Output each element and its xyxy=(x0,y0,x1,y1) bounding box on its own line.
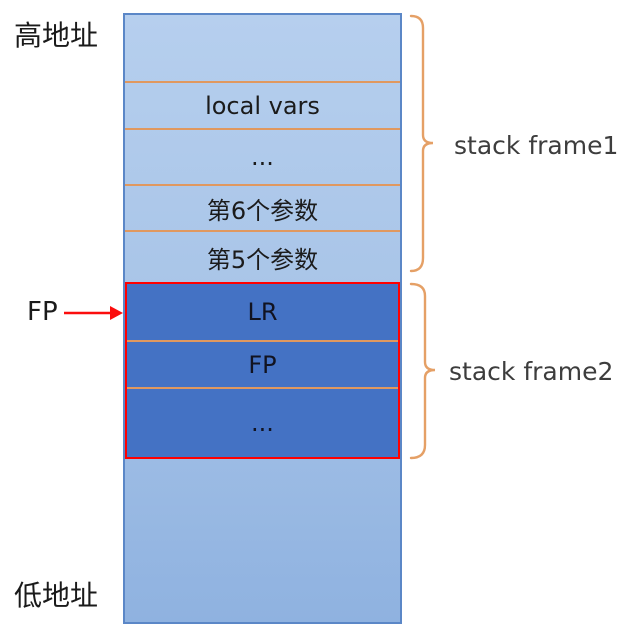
stack-frame2-highlight-box: LR FP ... xyxy=(125,282,400,459)
fp-arrow xyxy=(64,306,123,320)
stack-cell-empty-top xyxy=(125,15,400,81)
stack-cell-arg6: 第6个参数 xyxy=(125,184,400,230)
stack-cell-ellipsis-frame2: ... xyxy=(127,387,398,457)
stack-frame2-label: stack frame2 xyxy=(449,357,614,386)
fp-pointer-label: FP xyxy=(27,297,58,327)
stack-frame1-label: stack frame1 xyxy=(454,131,619,160)
high-address-label: 高地址 xyxy=(14,19,99,52)
stack-cell-lr: LR xyxy=(247,298,278,326)
stack-memory-column: local vars ... 第6个参数 第5个参数 LR FP ... xyxy=(123,13,402,624)
stack-cell-empty-bottom xyxy=(125,459,400,622)
stack-cell-local-vars: local vars xyxy=(125,81,400,128)
frame1-brace-icon xyxy=(409,14,434,273)
stack-cell-fp: FP xyxy=(127,340,398,387)
stack-cell-ellipsis-frame1: ... xyxy=(125,128,400,184)
frame2-brace-icon xyxy=(409,282,436,460)
low-address-label: 低地址 xyxy=(14,579,99,612)
stack-cell-arg5: 第5个参数 xyxy=(125,230,400,282)
